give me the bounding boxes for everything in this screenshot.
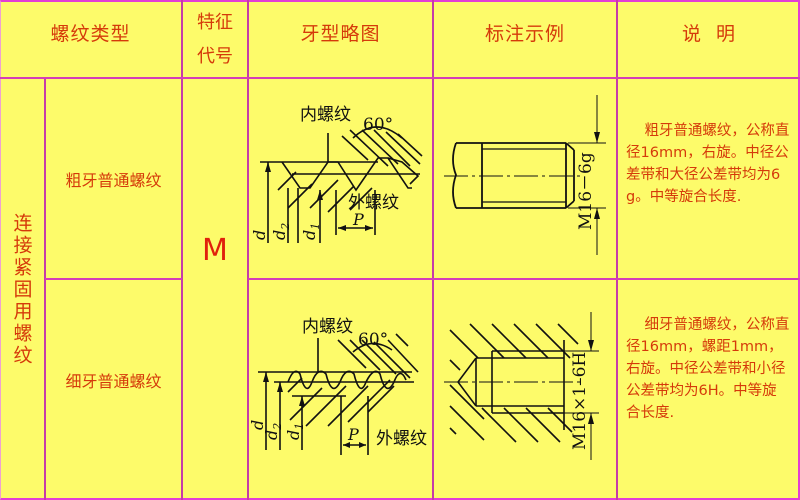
fine-thread-profile-diagram: 内螺纹 60° 外螺纹 P d d2 d1	[248, 317, 427, 455]
category-label: 连接紧固用螺纹	[10, 212, 33, 367]
grid-line	[248, 278, 800, 280]
description-coarse: 粗牙普通螺纹，公称直径16mm，右旋。中径公差带和大径公差带均为6g。中等旋合长…	[626, 123, 790, 205]
header-thread-type: 螺纹类型	[50, 22, 131, 45]
annotation-label: M16×1–6H	[570, 352, 590, 450]
dim-d2-label: d	[270, 230, 289, 240]
grid-line	[181, 0, 183, 500]
header-feature-code-line2: 代号	[197, 46, 233, 67]
external-thread-label: 外螺纹	[376, 429, 427, 449]
angle-label: 60°	[358, 330, 388, 350]
header-annotation-example: 标注示例	[484, 22, 565, 45]
grid-line	[44, 78, 46, 500]
pitch-label: P	[347, 425, 359, 444]
description-fine: 细牙普通螺纹，公称直径16mm，螺距1mm，右旋。中径公差带和小径公差带均为6H…	[626, 317, 790, 421]
annotation-label: M16－6g	[576, 152, 596, 230]
dim-d2-label: d	[262, 430, 281, 440]
grid-line	[432, 0, 434, 500]
internal-thread-label: 内螺纹	[300, 105, 351, 125]
svg-text:d2: d2	[262, 423, 284, 440]
internal-thread-label: 内螺纹	[302, 317, 353, 337]
svg-text:d2: d2	[270, 223, 292, 240]
dim-d-label: d	[248, 420, 267, 430]
dim-d1-label: d	[300, 230, 319, 240]
dim-d2-subscript: 2	[279, 223, 292, 231]
dim-d-label: d	[250, 230, 269, 240]
header-feature-code: 特征 代号	[183, 4, 247, 76]
grid-line	[247, 0, 249, 500]
dim-d1-subscript: 1	[293, 423, 306, 430]
fine-thread-annotation-drawing: M16×1–6H	[444, 312, 599, 460]
svg-text:d1: d1	[284, 423, 306, 440]
grid-line	[0, 77, 800, 79]
header-description: 说 明	[681, 22, 737, 45]
header-profile-sketch: 牙型略图	[300, 22, 381, 45]
grid-line	[616, 0, 618, 500]
feature-code: M	[202, 232, 228, 268]
pitch-label: P	[352, 210, 364, 229]
header-feature-code-line1: 特征	[197, 12, 233, 33]
coarse-thread-profile-diagram: 内螺纹 60° 外螺纹 P d d2 d1	[250, 105, 423, 243]
angle-label: 60°	[363, 115, 393, 135]
grid-line	[45, 278, 182, 280]
dim-d1-label: d	[284, 430, 303, 440]
svg-text:d1: d1	[300, 223, 322, 240]
thread-type-fine: 细牙普通螺纹	[65, 372, 162, 391]
coarse-thread-annotation-drawing: M16－6g	[444, 95, 606, 255]
external-thread-label: 外螺纹	[348, 193, 399, 213]
dim-d1-subscript: 1	[309, 223, 322, 230]
thread-type-coarse: 粗牙普通螺纹	[65, 170, 162, 190]
dim-d2-subscript: 2	[271, 423, 284, 431]
